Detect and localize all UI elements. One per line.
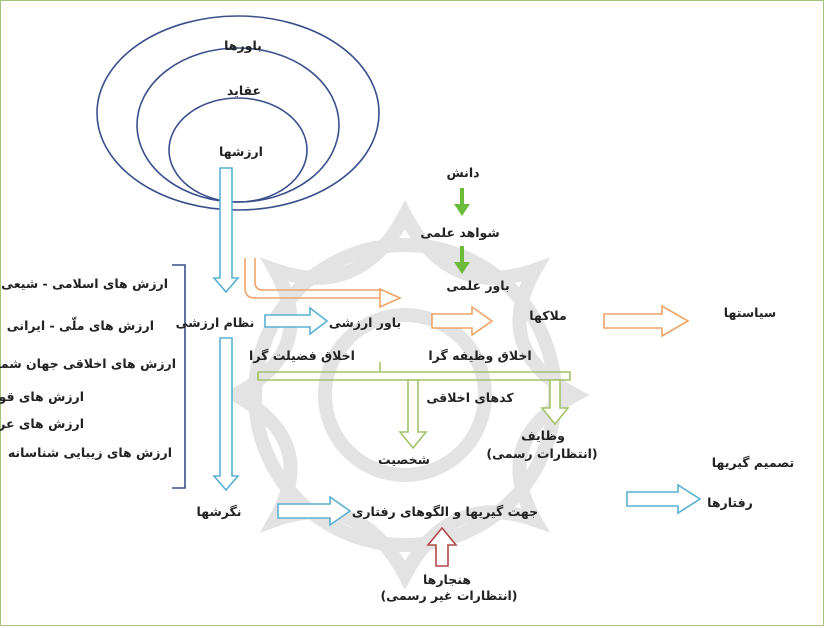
attitudes-node: نگرشها — [196, 504, 242, 519]
personality-node: شخصیت — [378, 452, 430, 467]
norms-node: هنجارها — [422, 572, 472, 587]
arrow-criteria-to-policies — [603, 304, 690, 338]
arrow-values-to-value-system — [212, 167, 240, 294]
scientific-belief-node: باور علمی — [446, 278, 510, 293]
value-belief-node: باور ارزشی — [328, 315, 402, 330]
value-source-item: ارزش های زیبایی شناسانه — [7, 445, 172, 460]
inner-circle-label: ارزشها — [219, 144, 263, 159]
value-source-item: ارزش های اخلاقی جهان شمول — [0, 356, 176, 371]
virtue-ethics-node: اخلاق فضیلت گرا — [249, 348, 355, 363]
formal-expectations-node: (انتظارات رسمی) — [486, 446, 598, 461]
outer-circle — [96, 15, 380, 211]
arrow-to-behaviors — [626, 483, 702, 515]
value-sources-bracket — [172, 264, 186, 489]
arrow-attitudes-to-patterns — [277, 495, 352, 527]
scientific-evidence-node: شواهد علمی — [420, 225, 500, 240]
middle-circle — [136, 47, 340, 203]
value-source-item: ارزش های ملّی - ایرانی — [6, 318, 154, 333]
arrow-norms-to-patterns — [426, 526, 458, 567]
value-system-node: نظام ارزشی — [175, 315, 255, 330]
arrow-value-system-to-attitudes — [212, 337, 240, 492]
arrow-value-system-to-value-belief — [264, 306, 329, 336]
behaviors-node: رفتارها — [707, 495, 753, 510]
criteria-node: ملاکها — [529, 308, 567, 323]
watermark-rosette — [220, 200, 590, 590]
duties-node: وظایف — [521, 428, 565, 443]
ethical-codes-node: کدهای اخلاقی — [426, 390, 514, 405]
behavior-patterns-node: جهت گیریها و الگوهای رفتاری — [351, 504, 539, 519]
value-source-item: ارزش های اسلامی - شیعی — [1, 276, 168, 291]
decisions-node: تصمیم گیریها — [711, 455, 795, 470]
value-source-item: ارزش های قومی — [0, 389, 84, 404]
value-source-item: ارزش های عرفی — [0, 416, 84, 431]
policies-node: سیاستها — [723, 305, 777, 320]
knowledge-node: دانش — [446, 165, 480, 180]
knowledge-arrows — [454, 188, 470, 274]
belief-circles — [96, 15, 380, 211]
inner-circle — [168, 97, 308, 203]
outer-circle-label: باورها — [224, 38, 262, 53]
duty-ethics-node: اخلاق وظیفه گرا — [428, 348, 532, 363]
arrow-value-system-to-scientific-belief — [244, 258, 402, 309]
arrow-value-belief-to-criteria — [431, 305, 494, 337]
middle-circle-label: عقاید — [226, 83, 262, 98]
arrow-value-system-to-scientific-belief-inner — [254, 258, 382, 291]
informal-expectations-node: (انتظارات غیر رسمی) — [380, 588, 518, 603]
ethics-connector — [257, 362, 571, 450]
